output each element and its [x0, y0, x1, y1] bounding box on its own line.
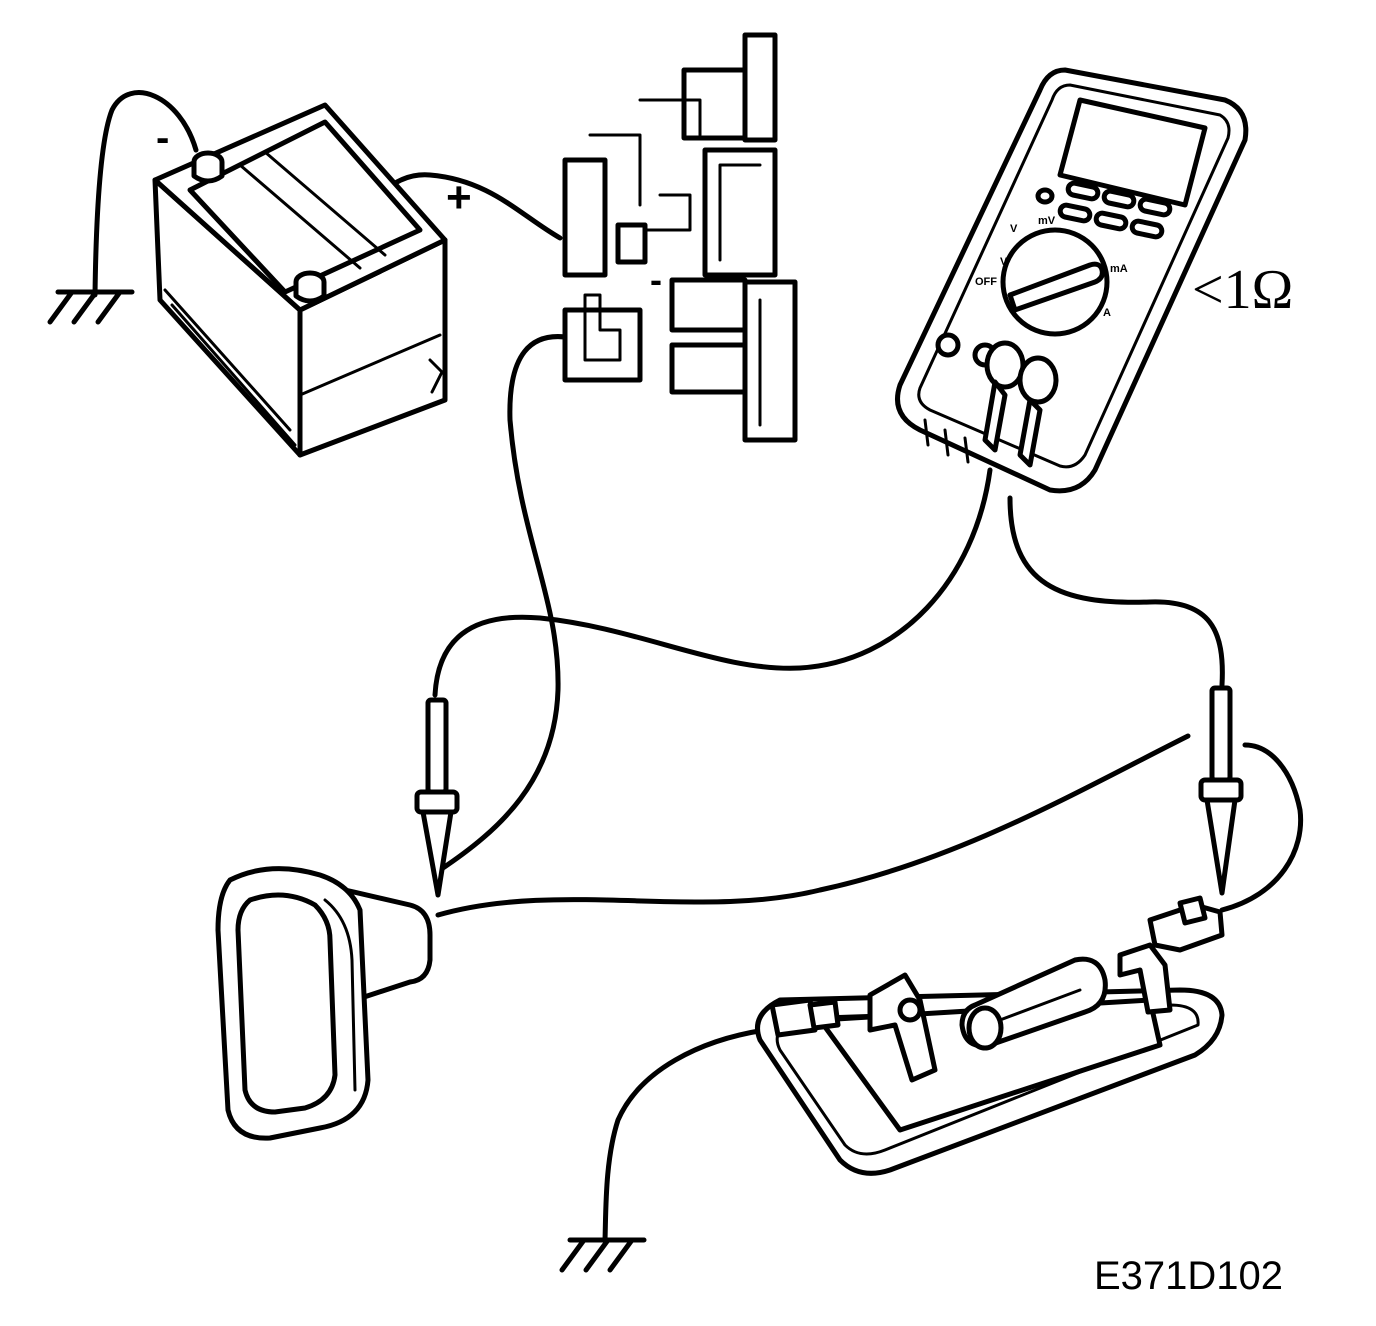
ground-symbol-lamp — [559, 1237, 647, 1273]
rocker-switch — [215, 866, 433, 1141]
wire-left-probe-to-meter — [432, 467, 993, 698]
battery-negative-label: - — [156, 116, 170, 160]
battery-positive-label: + — [446, 173, 472, 222]
dial-label-a: A — [1103, 307, 1111, 319]
rocker-switch-paddle — [235, 892, 338, 1115]
dial-label-off: OFF — [975, 276, 997, 288]
wire-fuse-to-switch — [437, 334, 575, 873]
test-probe-right — [1198, 685, 1244, 896]
resistance-reading-label: <1Ω — [1192, 259, 1294, 321]
dial-label-mv: mV — [1038, 215, 1056, 227]
multimeter: V mV V mA A OFF — [895, 67, 1249, 494]
fuse-negative-label: - — [650, 259, 662, 300]
wire-battery-ground — [92, 90, 199, 298]
fuse-box — [562, 32, 798, 443]
test-probe-left — [414, 697, 460, 898]
fuse-socket — [562, 307, 643, 383]
wire-right-probe-to-meter — [1007, 495, 1225, 688]
dial-label-v-dc: V — [1000, 256, 1008, 268]
battery — [152, 102, 448, 458]
ground-symbol-battery — [47, 289, 135, 325]
dial-label-v-ac: V — [1010, 223, 1018, 235]
multimeter-probe-plug-right — [1017, 355, 1059, 405]
multimeter-display — [1057, 97, 1208, 208]
wire-switch-to-lamp-connector — [435, 733, 1191, 918]
wire-lamp-ground — [602, 1027, 768, 1243]
wire-lamp-connector-return — [1219, 742, 1304, 913]
fuse — [742, 279, 798, 443]
figure-code: E371D102 — [1094, 1254, 1284, 1298]
courtesy-lamp — [755, 895, 1225, 1176]
dial-label-ma: mA — [1110, 263, 1128, 275]
